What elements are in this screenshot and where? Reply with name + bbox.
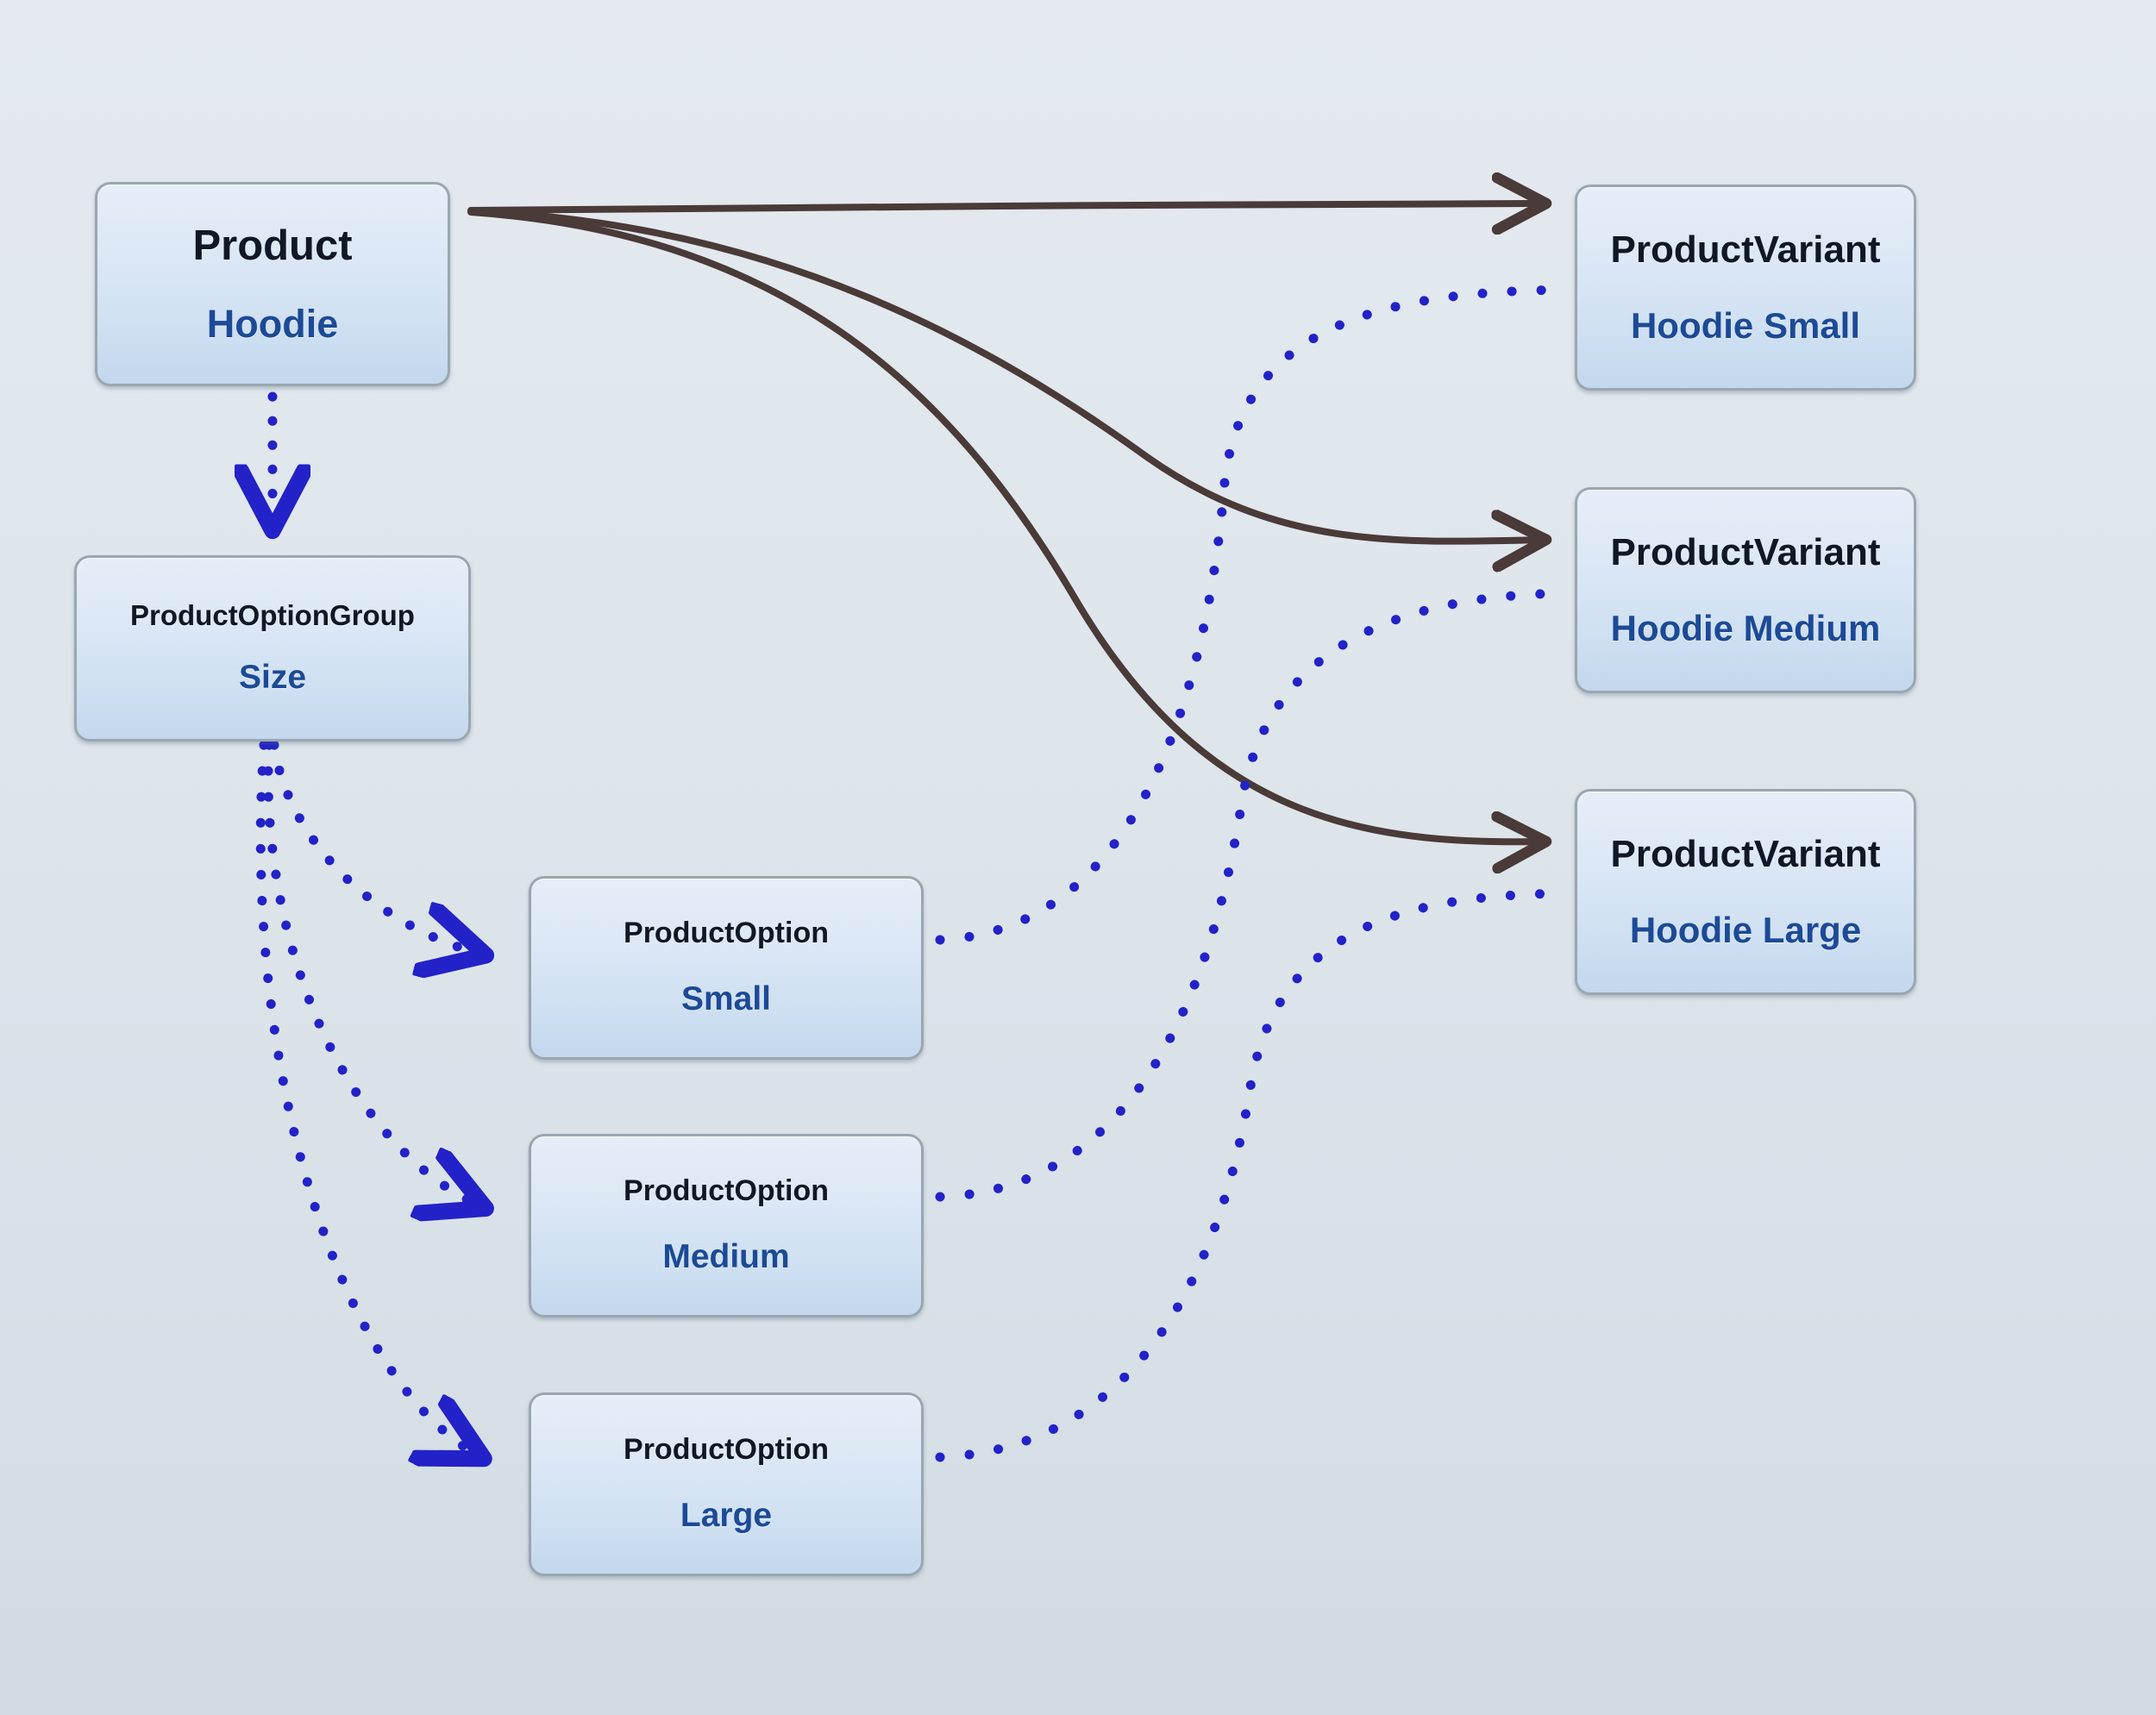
edge-product-to-variant-small	[467, 203, 1544, 210]
edge-product-to-variant-medium	[467, 208, 1544, 541]
node-product-option-medium-value: Medium	[662, 1237, 790, 1275]
node-product-option-small-type: ProductOption	[624, 917, 829, 950]
solid-edges-group	[467, 203, 1544, 842]
node-product-option-medium-type: ProductOption	[624, 1174, 829, 1208]
edge-product-to-variant-large	[467, 209, 1544, 842]
node-product-option-small[interactable]: ProductOption Small	[529, 876, 924, 1060]
edge-group-to-option-large	[255, 740, 481, 1457]
node-product-variant-small-value: Hoodie Small	[1630, 304, 1861, 346]
node-product-option-large[interactable]: ProductOption Large	[529, 1393, 924, 1576]
node-product-option-large-type: ProductOption	[624, 1433, 829, 1467]
node-product-variant-medium-value: Hoodie Medium	[1610, 607, 1881, 648]
edge-option-medium-to-variant-medium	[935, 588, 1573, 1202]
node-product-option-medium[interactable]: ProductOption Medium	[529, 1134, 924, 1318]
node-product-option-group-type: ProductOptionGroup	[130, 599, 415, 632]
node-product-variant-large[interactable]: ProductVariant Hoodie Large	[1575, 789, 1916, 995]
node-product-variant-small-type: ProductVariant	[1610, 228, 1881, 272]
node-product-variant-small[interactable]: ProductVariant Hoodie Small	[1575, 185, 1916, 391]
node-product-variant-large-type: ProductVariant	[1610, 833, 1881, 876]
edge-group-to-option-small	[269, 740, 483, 955]
edge-option-large-to-variant-large	[935, 888, 1573, 1462]
node-product-value: Hoodie	[206, 301, 339, 346]
node-product-type: Product	[192, 222, 353, 270]
node-product-variant-medium[interactable]: ProductVariant Hoodie Medium	[1575, 487, 1916, 693]
node-product-option-group[interactable]: ProductOptionGroup Size	[74, 555, 471, 742]
node-product-option-group-value: Size	[238, 658, 307, 696]
edge-group-to-option-medium	[263, 740, 483, 1207]
edge-option-small-to-variant-small	[935, 285, 1573, 945]
node-product-option-large-value: Large	[680, 1496, 773, 1534]
node-product[interactable]: Product Hoodie	[95, 182, 450, 386]
node-product-variant-medium-type: ProductVariant	[1610, 531, 1881, 574]
node-product-variant-large-value: Hoodie Large	[1629, 909, 1862, 950]
node-product-option-small-value: Small	[680, 980, 772, 1017]
